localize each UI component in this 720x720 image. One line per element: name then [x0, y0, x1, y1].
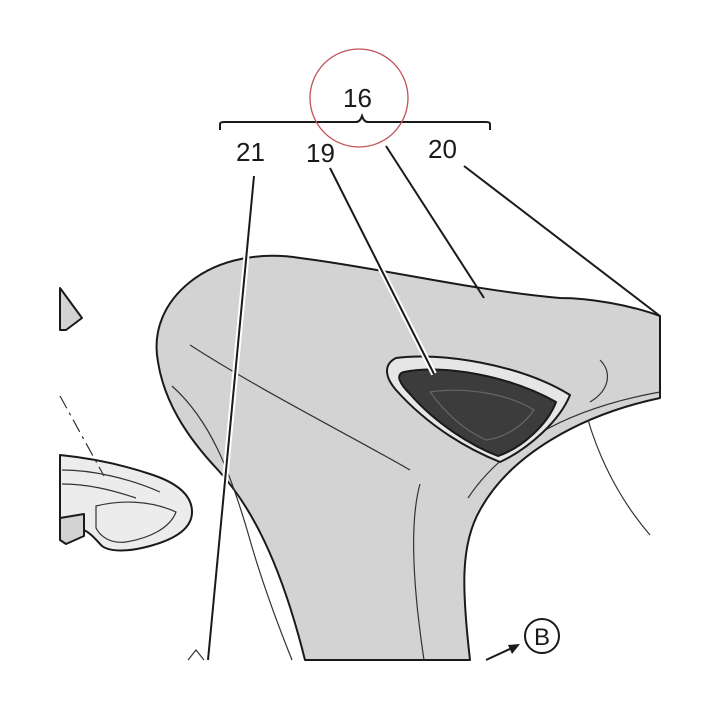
callout-20: 20: [428, 134, 457, 164]
view-b-arrowhead: [508, 644, 520, 654]
group-bracket: [219, 112, 491, 130]
view-b-marker: B: [485, 618, 560, 661]
callout-21: 21: [236, 137, 265, 167]
mount-housing-shell: [59, 454, 193, 552]
cowl-right-contour: [587, 419, 651, 536]
cowl-lower-contour: [171, 385, 293, 661]
cowl-edge-contour: [412, 483, 425, 661]
leader-lines: [205, 145, 661, 661]
cowl-ridge-line: [189, 344, 411, 471]
callout-16: 16: [343, 83, 372, 113]
left-bracket-plate: [59, 287, 83, 331]
view-b-label: B: [534, 624, 550, 651]
callout-19: 19: [306, 138, 335, 168]
mount-housing-lip-2: [61, 483, 137, 499]
mount-foot: [59, 513, 85, 545]
seat-cowl-part: [155, 254, 661, 661]
cowl-rear-curve: [589, 359, 608, 403]
mount-housing-inner: [95, 501, 177, 543]
left-bracket-part: [59, 287, 83, 331]
view-b-circle: [524, 618, 560, 654]
highlight-circle: [309, 48, 409, 148]
leader-line-19: [329, 167, 435, 375]
leader-line-20: [463, 165, 661, 317]
left-mount-part: [59, 395, 193, 552]
mount-housing-lip: [61, 469, 161, 493]
small-arrow-marker: [187, 649, 205, 661]
cowl-body: [155, 254, 661, 661]
leader-line-21: [207, 175, 255, 661]
leader-line-16: [385, 145, 485, 299]
view-b-arrow-line: [485, 647, 513, 661]
seat-pad-inner-edge: [428, 389, 535, 441]
